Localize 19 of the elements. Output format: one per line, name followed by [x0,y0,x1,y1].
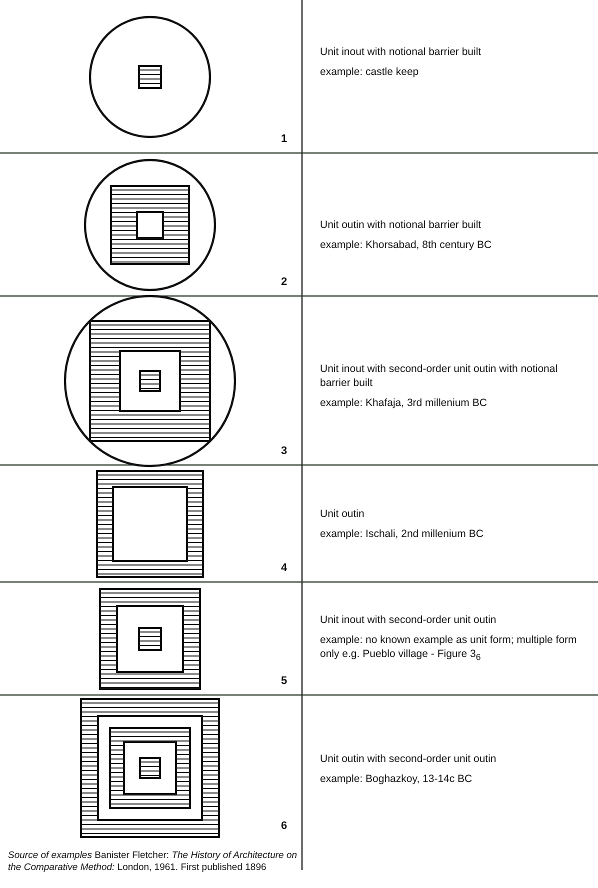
description-text: Unit outin with notional barrier built [320,218,482,232]
description-text: Unit outin [320,507,366,521]
description-text: Unit inout with notional barrier built [320,45,482,59]
row-number: 5 [281,675,288,687]
row-number: 2 [281,276,288,288]
example-text: example: no known example as unit form; multiple form only e.g. Pueblo village - Figure 3$_{6}$ [320,633,578,664]
example-text: example: Khorsabad, 8th century BC [320,238,493,252]
description-text: Unit inout with second-order unit outin with notional barrier built [320,362,559,390]
row-number: 1 [281,133,288,145]
example-text: example: Khafaja, 3rd millenium BC [320,396,488,410]
source-caption: Source of examples Banister Fletcher: The History of Architecture on the Comparative Method: London, 1961. First published 1896 [8,850,298,874]
row-number: 3 [281,445,288,457]
example-text: example: Ischali, 2nd millenium BC [320,527,484,541]
example-text: example: Boghazkoy, 13-14c BC [320,772,474,786]
row-number: 4 [281,562,288,574]
example-text: example: castle keep [320,65,420,79]
description-text: Unit outin with second-order unit outin [320,752,498,766]
row-number: 6 [281,820,288,832]
description-text: Unit inout with second-order unit outin [320,613,498,627]
